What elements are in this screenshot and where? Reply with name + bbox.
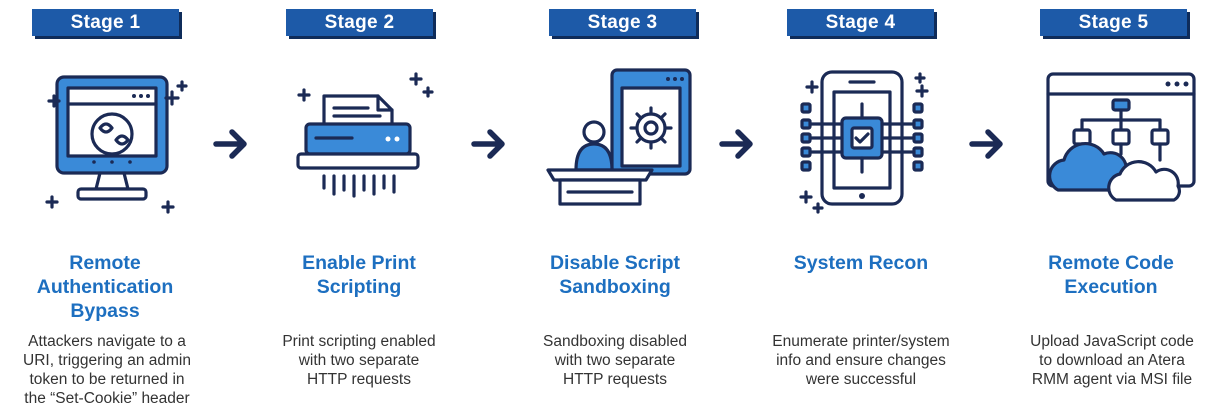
stage-badge: Stage 2 xyxy=(286,9,433,36)
phone-chip-icon xyxy=(799,70,929,214)
stage-badge: Stage 5 xyxy=(1040,9,1187,36)
arrow-right-icon xyxy=(213,129,247,159)
stage-title: Remote Code Execution xyxy=(1048,252,1174,298)
stage-badge: Stage 3 xyxy=(549,9,696,36)
browser-cloud-network-icon xyxy=(1046,72,1196,202)
monitor-cookie-icon xyxy=(45,75,188,214)
podium-gear-icon xyxy=(546,68,692,206)
stage-description: Attackers navigate to a URI, triggering … xyxy=(23,333,191,407)
stage-title: Enable Print Scripting xyxy=(302,252,416,298)
stage-description: Sandboxing disabled with two separate HT… xyxy=(543,333,687,388)
stage-badge: Stage 4 xyxy=(787,9,934,36)
arrow-right-icon xyxy=(969,129,1003,159)
stage-badge: Stage 1 xyxy=(32,9,179,36)
arrow-right-icon xyxy=(719,129,753,159)
stage-description: Upload JavaScript code to download an At… xyxy=(1030,333,1194,388)
stage-description: Enumerate printer/system info and ensure… xyxy=(772,333,950,388)
stage-title: Remote Authentication Bypass xyxy=(36,252,174,322)
printer-shredder-icon xyxy=(296,72,434,198)
stage-title: System Recon xyxy=(793,252,929,274)
stage-title: Disable Script Sandboxing xyxy=(549,252,681,298)
stage-description: Print scripting enabled with two separat… xyxy=(282,333,436,388)
arrow-right-icon xyxy=(471,129,505,159)
